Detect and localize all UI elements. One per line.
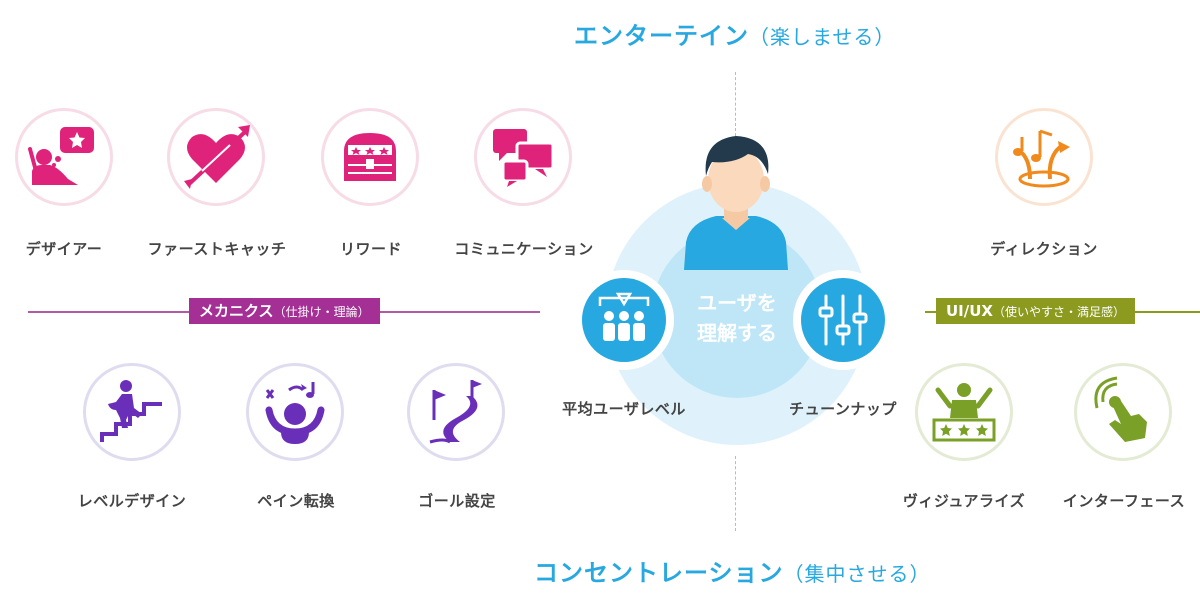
reward-label: リワード [339, 240, 403, 258]
first-catch-label: ファーストキャッチ [147, 240, 287, 258]
axis-title-entertain-main: エンターテイン [574, 22, 749, 50]
user-avatar-icon [684, 136, 788, 270]
communication-label: コミュニケーション [454, 240, 594, 258]
chat-bubbles-icon [493, 129, 555, 187]
goal-setting-label: ゴール設定 [418, 492, 496, 510]
axis-line-bottom [735, 456, 736, 531]
center-line-2: 理解する [697, 321, 777, 345]
pain-shift-label: ペイン転換 [257, 492, 335, 510]
designer-node [15, 108, 113, 206]
rating-person-icon [932, 383, 996, 442]
axis-title-entertain: エンターテイン（楽しませる） [574, 16, 895, 51]
axis-title-concentration: コンセントレーション（集中させる） [534, 553, 931, 588]
group-people-icon [598, 292, 650, 341]
direction-label: ディレクション [990, 240, 1098, 258]
heart-arrow-icon [184, 125, 250, 189]
tuneup-node [793, 270, 893, 370]
visualize-label: ヴィジュアライズ [902, 492, 1026, 510]
uiux-tag-main: UI/UX [946, 302, 993, 320]
axis-title-concentration-main: コンセントレーション [534, 559, 784, 587]
flag-path-icon [429, 380, 482, 444]
stairs-climber-icon [100, 380, 162, 442]
level-design-label: レベルデザイン [77, 492, 187, 510]
axis-title-concentration-sub: （集中させる） [783, 562, 931, 586]
designer-label: デザイアー [25, 240, 103, 258]
treasure-chest-icon [344, 133, 396, 181]
music-notes-arrow-icon [1013, 129, 1070, 188]
thought-bubble-star-icon [28, 127, 94, 185]
mechanics-tag-sub: （仕掛け・理論） [273, 305, 370, 319]
average-user-level-node [574, 270, 674, 370]
stressed-person-icon [265, 382, 325, 444]
interface-label: インターフェース [1062, 492, 1186, 510]
level-design-node [83, 363, 181, 461]
mechanics-tag: メカニクス（仕掛け・理論） [189, 298, 380, 324]
interface-node [1074, 363, 1172, 461]
direction-node [995, 108, 1093, 206]
tuneup-label: チューンナップ [789, 400, 897, 418]
uiux-tag: UI/UX（使いやすさ・満足感） [936, 298, 1136, 324]
mechanics-tag-main: メカニクス [199, 302, 274, 320]
reward-node [321, 108, 419, 206]
pain-shift-node [246, 363, 344, 461]
first-catch-node [167, 108, 265, 206]
axis-title-entertain-sub: （楽しませる） [749, 25, 896, 49]
communication-node [474, 108, 572, 206]
average-user-level-label: 平均ユーザレベル [562, 400, 686, 418]
sliders-icon [818, 294, 868, 346]
visualize-node [915, 363, 1013, 461]
uiux-tag-sub: （使いやすさ・満足感） [993, 305, 1126, 319]
center-text: ユーザを 理解する [697, 288, 777, 348]
goal-setting-node [407, 363, 505, 461]
center-line-1: ユーザを [697, 291, 777, 315]
axis-line-top [735, 72, 736, 182]
touch-hand-icon [1094, 376, 1147, 442]
